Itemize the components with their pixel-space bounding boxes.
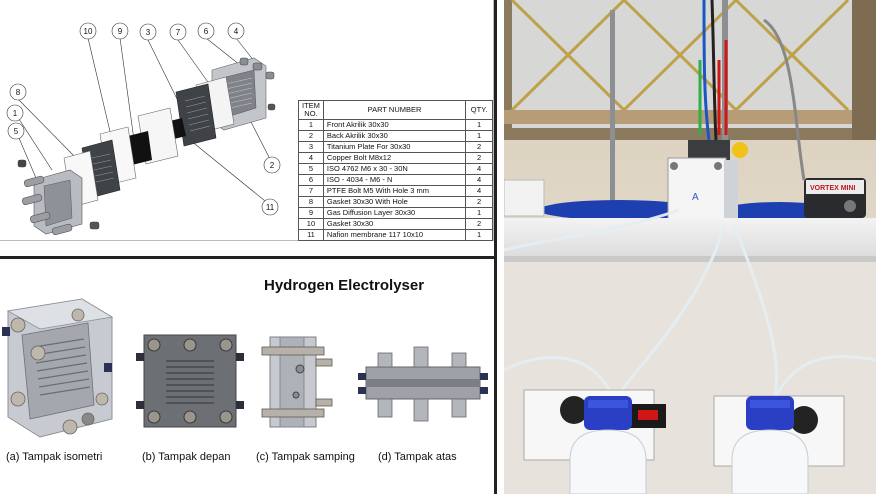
balloon-label: 8: [16, 88, 21, 97]
lab-photo: VORTEX MINI A: [504, 0, 876, 494]
bom-part: Gas Diffusion Layer 30x30: [322, 207, 467, 219]
bom-header-part: PART NUMBER: [322, 100, 467, 120]
bom-item-no: 5: [298, 163, 324, 175]
bom-part: Front Akrilik 30x30: [322, 119, 467, 131]
bom-item-no: 7: [298, 185, 324, 197]
side-view: [261, 336, 333, 428]
bom-part: Gasket 30x30 With Hole: [322, 196, 467, 208]
vortex-label: VORTEX MINI: [810, 185, 856, 192]
bom-header-item: ITEM NO.: [298, 100, 324, 120]
panel-divider: [0, 256, 494, 259]
render-views-panel: Hydrogen Electrolyser: [0, 259, 494, 494]
balloon-label: 2: [270, 161, 275, 170]
bom-qty: 1: [465, 119, 493, 131]
bom-item-no: 3: [298, 141, 324, 153]
bolt-part: [17, 159, 100, 236]
bom-part: Nafion membrane 117 10x10: [322, 229, 467, 241]
bom-qty: 1: [465, 130, 493, 142]
balloon-label: 10: [84, 27, 93, 36]
bom-item-no: 9: [298, 207, 324, 219]
caption-front: (b) Tampak depan: [142, 451, 231, 463]
bom-qty: 2: [465, 196, 493, 208]
reagent-bottle: [731, 396, 809, 494]
vortex-mixer: VORTEX MINI: [804, 178, 866, 218]
bom-qty: 4: [465, 174, 493, 186]
bom-item-no: 11: [298, 229, 324, 241]
titanium-plate-part: [175, 83, 217, 147]
bom-qty: 2: [465, 218, 493, 230]
item-balloons: [6, 22, 281, 216]
bom-qty: 1: [465, 207, 493, 219]
caption-side: (c) Tampak samping: [256, 451, 355, 463]
bom-qty: 2: [465, 141, 493, 153]
bom-header-qty: QTY.: [465, 100, 493, 120]
caption-isometric: (a) Tampak isometri: [6, 451, 103, 463]
stand-rod: [610, 10, 615, 210]
bom-header-row: ITEM NO. PART NUMBER QTY.: [298, 100, 493, 120]
bom-item-no: 4: [298, 152, 324, 164]
bolt-part: [239, 57, 276, 111]
lab-setup-photo: VORTEX MINI A: [504, 0, 876, 494]
reagent-bottle: [569, 396, 647, 494]
bom-qty: 4: [465, 185, 493, 197]
bom-part: ISO - 4034 - M6 - N: [322, 174, 467, 186]
bom-item-no: 6: [298, 174, 324, 186]
bom-qty: 4: [465, 163, 493, 175]
bom-part: Titanium Plate For 30x30: [322, 141, 467, 153]
top-view: [358, 346, 488, 422]
bom-part: Back Akrilik 30x30: [322, 130, 467, 142]
balloon-label: 7: [176, 28, 181, 37]
bom-qty: 1: [465, 229, 493, 241]
front-view: [136, 334, 244, 428]
render-views: [2, 298, 488, 438]
bom-item-no: 2: [298, 130, 324, 142]
bom-item-no: 1: [298, 119, 324, 131]
render-title: Hydrogen Electrolyser: [264, 277, 425, 294]
bom-part: Copper Bolt M8x12: [322, 152, 467, 164]
gas-diffusion-layer-part: [128, 131, 152, 165]
bom-part: Gasket 30x30: [322, 218, 467, 230]
balloon-label: 4: [234, 27, 239, 36]
balloon-label: 11: [266, 203, 275, 212]
panel-divider: [494, 0, 504, 494]
balloon-label: 1: [13, 109, 18, 118]
balloon-label: 5: [14, 127, 19, 136]
balloon-label: 3: [146, 28, 151, 37]
balloon-label: 6: [204, 27, 209, 36]
bom-part: PTFE Bolt M5 With Hole 3 mm: [322, 185, 467, 197]
bom-item-no: 8: [298, 196, 324, 208]
window-frame: [504, 0, 876, 140]
bom-item-no: 10: [298, 218, 324, 230]
cell-marking: A: [692, 192, 699, 203]
tubing: [504, 208, 876, 401]
exploded-view-drawing: 10 9 3 7 6 4 8 1 5 2 11: [6, 22, 281, 236]
balloon-label: 9: [118, 27, 123, 36]
bom-part: ISO 4762 M6 x 30 - 30N: [322, 163, 467, 175]
exploded-drawing-panel: 10 9 3 7 6 4 8 1 5 2 11 ITEM NO. PART NU…: [0, 0, 494, 241]
caption-top: (d) Tampak atas: [378, 451, 457, 463]
isometric-view: [2, 298, 114, 438]
bom-qty: 2: [465, 152, 493, 164]
